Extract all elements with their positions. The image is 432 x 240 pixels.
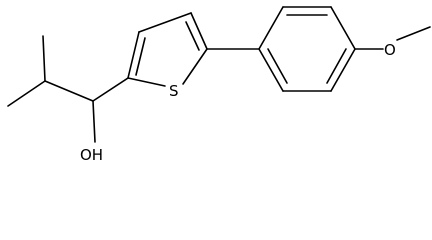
- bond-isopropyl-carbinol: [44, 80, 94, 102]
- bond-benzene-6-double: [267, 48, 288, 84]
- bond-benzene-1: [258, 6, 284, 50]
- bond-benzene-4-double: [326, 48, 347, 84]
- molecule-svg: OH S O: [7, 6, 431, 164]
- bond-thiophene-c5-s: [182, 48, 208, 85]
- hydroxyl-label: OH: [80, 146, 103, 164]
- bond-thiophene-c2-c3: [127, 31, 140, 79]
- bond-methoxy-methyl: [396, 26, 431, 41]
- sulfur-label: S: [169, 82, 179, 100]
- bond-thiophene-c4-c5: [190, 12, 208, 50]
- bond-carbinol-oh: [92, 100, 96, 143]
- methoxy-oxygen-label: O: [384, 41, 396, 59]
- chemical-structure-figure: OH S O: [7, 6, 431, 164]
- bond-thiophene-s-c2: [127, 77, 166, 87]
- bond-methyl-top: [42, 35, 46, 82]
- bond-carbinol-thiophene: [92, 77, 129, 102]
- bond-thiophene-c2-c3-double: [135, 37, 146, 76]
- bond-methyl-left: [7, 80, 46, 107]
- bond-thiophene-c3-c4: [138, 12, 192, 33]
- bond-benzene-3: [330, 6, 356, 50]
- bond-thiophene-c4-c5-double: [185, 21, 200, 51]
- bond-benzene-6: [258, 48, 284, 92]
- bond-benzene-4: [330, 48, 356, 92]
